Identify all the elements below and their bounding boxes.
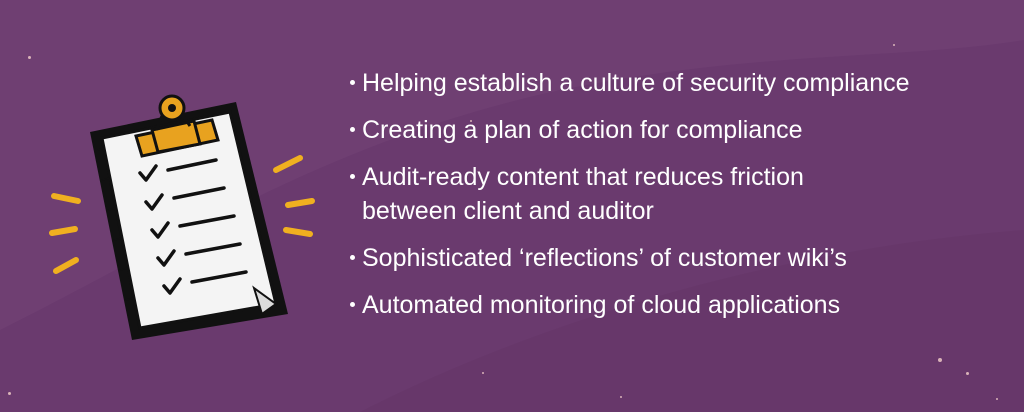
sparkle-dot — [893, 44, 895, 46]
sparkle-dot — [938, 358, 942, 362]
sparkle-dot — [482, 372, 484, 374]
list-item: Automated monitoring of cloud applicatio… — [350, 288, 1000, 322]
checkmark-icons — [138, 164, 182, 295]
list-item: Helping establish a culture of security … — [350, 66, 1000, 100]
list-item: Audit-ready content that reduces frictio… — [350, 160, 882, 228]
sparkle-dot — [996, 398, 998, 400]
sparkle-dot — [470, 120, 472, 122]
bullet-icon — [350, 302, 355, 307]
list-item-text: Helping establish a culture of security … — [362, 69, 910, 97]
bullet-icon — [350, 127, 355, 132]
list-item-text: Creating a plan of action for compliance — [362, 116, 803, 144]
bullet-icon — [350, 255, 355, 260]
clip-icon — [134, 94, 220, 158]
bullet-icon — [350, 80, 355, 85]
list-item-text: Sophisticated ‘reflections’ of customer … — [362, 244, 847, 272]
checklist-lines — [166, 158, 248, 284]
accent-lines-left — [49, 193, 81, 274]
list-item: Creating a plan of action for compliance — [350, 113, 1000, 147]
sparkle-dot — [620, 396, 622, 398]
sparkle-dot — [28, 56, 31, 59]
list-item: Sophisticated ‘reflections’ of customer … — [350, 241, 1000, 275]
list-item-text: Audit-ready content that reduces frictio… — [362, 163, 804, 225]
sparkle-dot — [966, 372, 969, 375]
sparkle-dot — [8, 392, 11, 395]
benefits-list: Helping establish a culture of security … — [350, 66, 1000, 334]
clipboard-checklist-icon — [49, 94, 315, 340]
bullet-icon — [350, 174, 355, 179]
list-item-text: Automated monitoring of cloud applicatio… — [362, 291, 841, 319]
accent-lines-right — [273, 155, 315, 237]
